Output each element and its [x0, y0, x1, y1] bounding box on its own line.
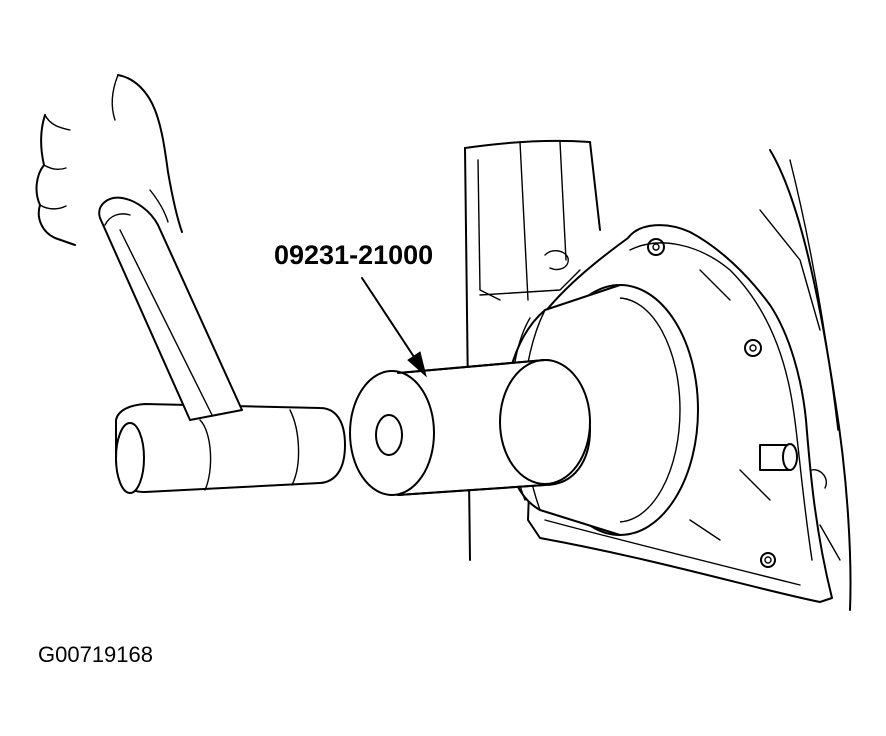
bolt-hole-right — [744, 339, 762, 357]
tool-center-bore — [375, 414, 403, 456]
housing-case — [464, 139, 852, 611]
seal-replacer-tool — [349, 359, 591, 496]
part-number-callout: 09231-21000 — [274, 240, 434, 270]
hand — [35, 74, 183, 246]
bolt-hole-bottom — [760, 552, 776, 568]
bolt-hole-top — [647, 238, 665, 256]
driver-handle — [115, 403, 346, 494]
callout-leader — [361, 277, 427, 378]
callout-arrowhead — [407, 351, 427, 378]
handle-shaft — [98, 196, 243, 421]
figure-id: G00719168 — [38, 642, 153, 667]
